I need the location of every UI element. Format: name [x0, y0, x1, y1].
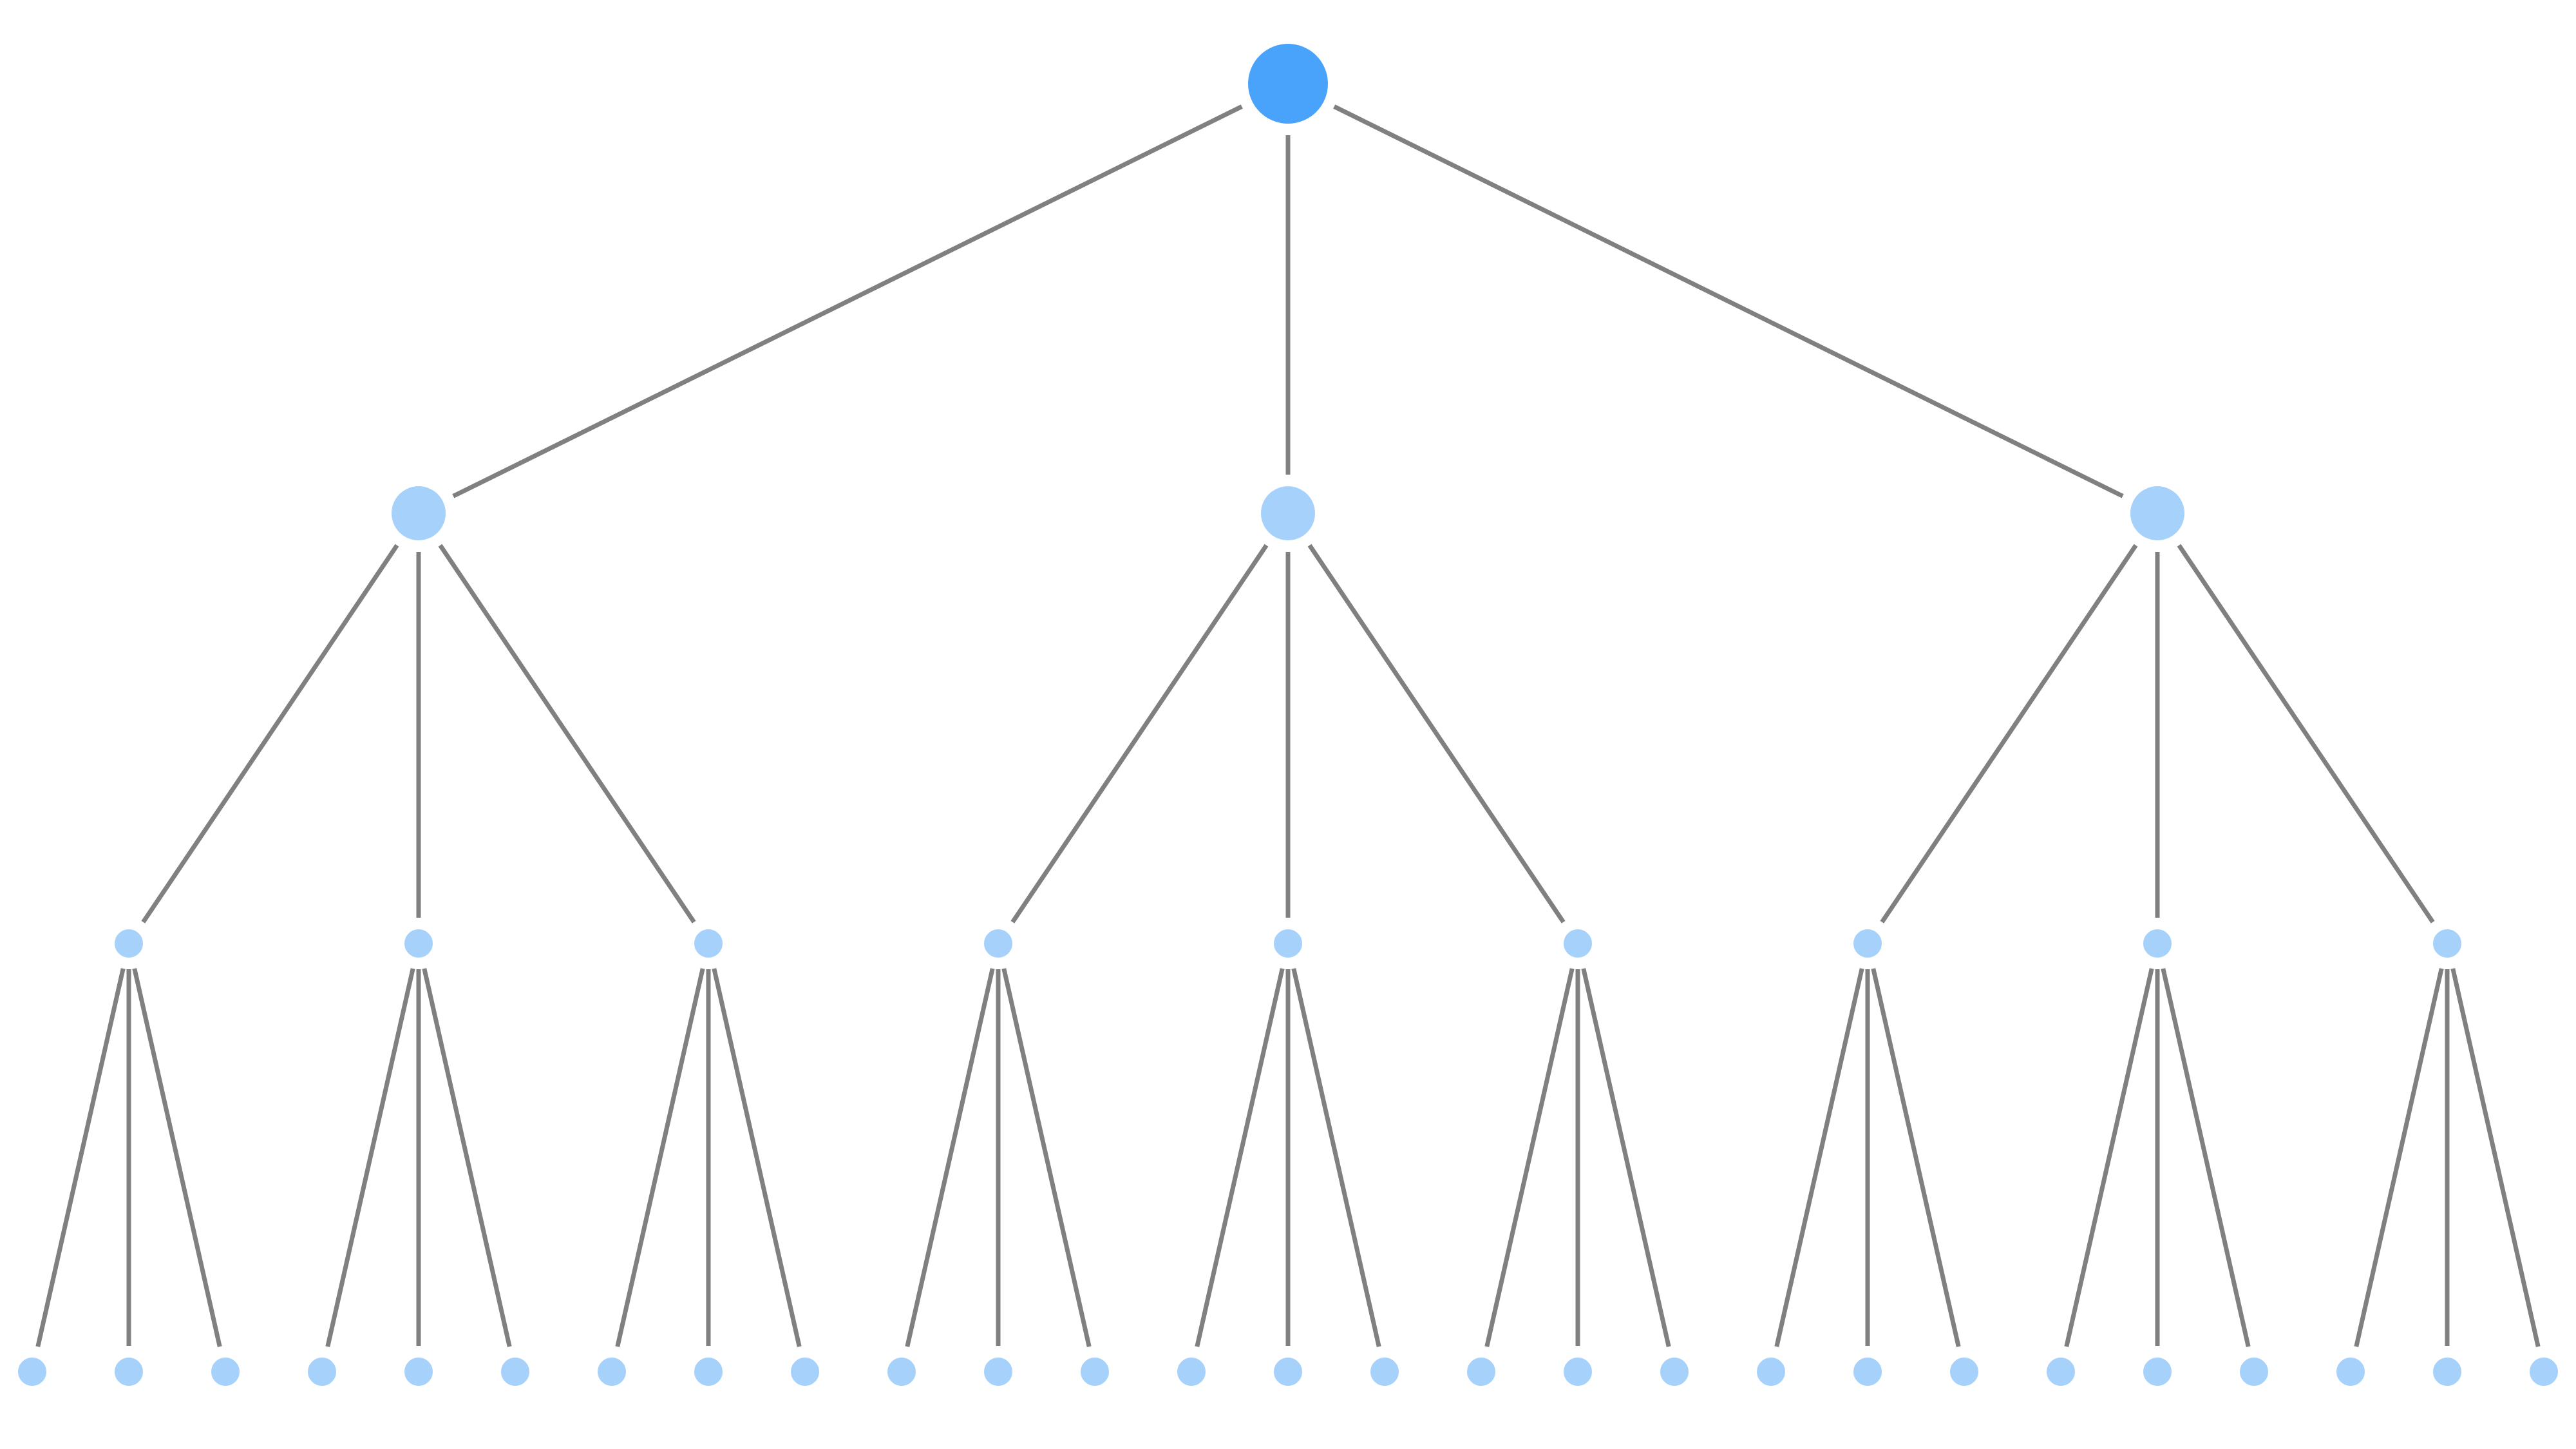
edge-l2-2-to-l3-8 — [712, 968, 802, 1347]
node-level3-16 — [1558, 1352, 1597, 1391]
node-level3-8 — [786, 1352, 824, 1391]
node-level1-2 — [2125, 481, 2190, 545]
edge-l2-6-to-l3-18 — [1774, 968, 1864, 1347]
node-level2-7 — [2138, 924, 2177, 963]
edge-l1-1-to-l2-5 — [1307, 544, 1566, 923]
node-level3-25 — [2428, 1352, 2467, 1391]
edge-l1-0-to-l2-0 — [141, 544, 399, 923]
edge-l2-3-to-l3-9 — [905, 968, 995, 1347]
edge-l2-5-to-l3-15 — [1484, 968, 1575, 1347]
edge-l2-4-to-l3-12 — [1195, 968, 1285, 1347]
edge-l2-2-to-l3-6 — [615, 968, 705, 1347]
node-level3-5 — [496, 1352, 535, 1391]
node-level2-3 — [979, 924, 1018, 963]
edge-l0-0-to-l1-2 — [1333, 104, 2124, 498]
edge-l1-1-to-l2-3 — [1010, 544, 1269, 923]
edge-l2-0-to-l3-2 — [132, 968, 222, 1347]
edge-l2-0-to-l3-0 — [35, 968, 126, 1347]
node-level3-0 — [13, 1352, 52, 1391]
node-level3-15 — [1462, 1352, 1501, 1391]
node-level3-6 — [592, 1352, 631, 1391]
edge-l2-4-to-l3-14 — [1291, 968, 1381, 1347]
node-level3-4 — [399, 1352, 438, 1391]
node-level2-5 — [1558, 924, 1597, 963]
node-level3-24 — [2331, 1352, 2370, 1391]
edge-l2-1-to-l3-5 — [422, 968, 512, 1347]
node-level2-0 — [109, 924, 148, 963]
node-level3-12 — [1172, 1352, 1211, 1391]
node-level3-14 — [1365, 1352, 1404, 1391]
node-level2-8 — [2428, 924, 2467, 963]
node-level3-10 — [979, 1352, 1018, 1391]
edges-layer — [35, 104, 2541, 1347]
node-level3-26 — [2524, 1352, 2563, 1391]
node-level3-21 — [2041, 1352, 2080, 1391]
edge-l2-7-to-l3-23 — [2161, 968, 2251, 1347]
edge-l2-5-to-l3-17 — [1581, 968, 1671, 1347]
root-node — [1243, 39, 1333, 129]
node-level3-17 — [1655, 1352, 1694, 1391]
node-level3-19 — [1848, 1352, 1887, 1391]
node-level2-2 — [689, 924, 728, 963]
edge-l2-6-to-l3-20 — [1871, 968, 1961, 1347]
nodes-layer — [13, 39, 2563, 1391]
node-level3-7 — [689, 1352, 728, 1391]
node-level2-6 — [1848, 924, 1887, 963]
node-level3-23 — [2235, 1352, 2273, 1391]
node-level3-1 — [109, 1352, 148, 1391]
node-level2-1 — [399, 924, 438, 963]
node-level1-1 — [1256, 481, 1320, 545]
node-level3-9 — [882, 1352, 921, 1391]
node-level2-4 — [1269, 924, 1307, 963]
edge-l2-3-to-l3-11 — [1001, 968, 1092, 1347]
node-level3-2 — [206, 1352, 245, 1391]
edge-l2-7-to-l3-21 — [2064, 968, 2154, 1347]
edge-l2-1-to-l3-3 — [325, 968, 415, 1347]
edge-l2-8-to-l3-26 — [2450, 968, 2541, 1347]
node-level3-20 — [1945, 1352, 1984, 1391]
node-level3-22 — [2138, 1352, 2177, 1391]
node-level1-0 — [386, 481, 451, 545]
node-level3-11 — [1075, 1352, 1114, 1391]
edge-l0-0-to-l1-0 — [452, 104, 1243, 498]
edge-l1-0-to-l2-2 — [438, 544, 696, 923]
node-level3-13 — [1269, 1352, 1307, 1391]
edge-l1-2-to-l2-6 — [1880, 544, 2138, 923]
node-level3-3 — [303, 1352, 341, 1391]
edge-l2-8-to-l3-24 — [2354, 968, 2444, 1347]
edge-l1-2-to-l2-8 — [2177, 544, 2435, 923]
node-level3-18 — [1752, 1352, 1790, 1391]
